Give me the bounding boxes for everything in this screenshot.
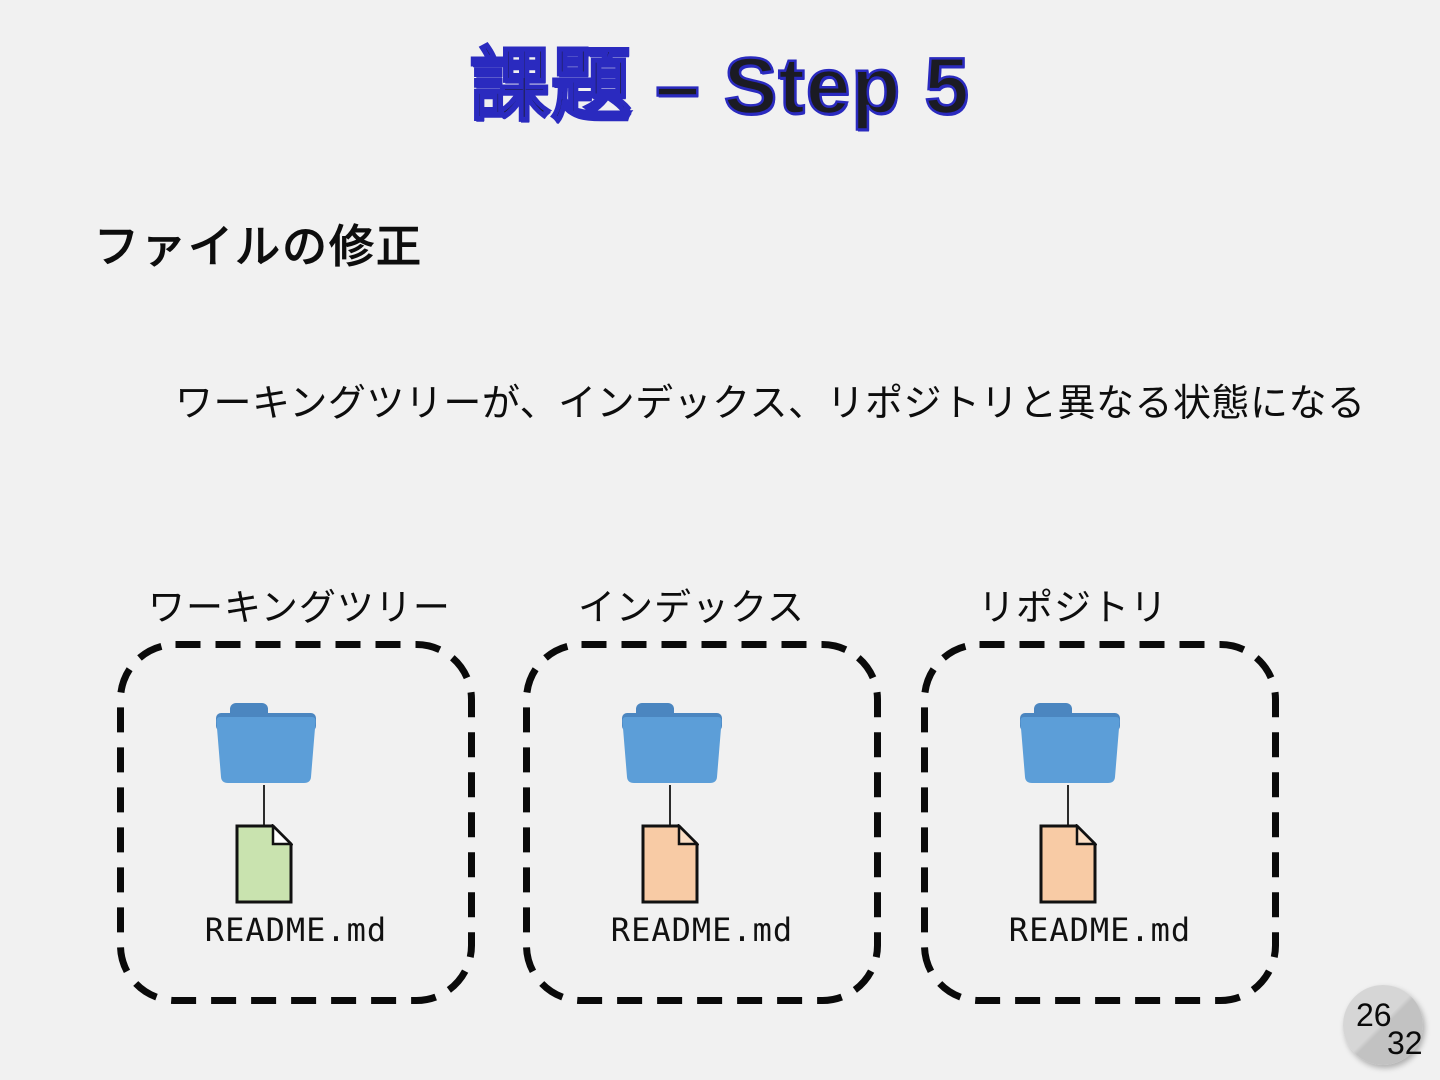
working-tree-box: README.md (117, 641, 475, 1004)
folder-icon (622, 703, 722, 783)
folder-icon (216, 703, 316, 783)
file-name: README.md (1008, 911, 1192, 949)
dashed-border (523, 641, 881, 1004)
folder-icon (1020, 703, 1120, 783)
section-heading: ファイルの修正 (94, 221, 424, 272)
index-box: README.md (523, 641, 881, 1004)
file-name: README.md (610, 911, 794, 949)
description-text: ワーキングツリーが、インデックス、リポジトリと異なる状態になる (175, 383, 1366, 425)
connector-line (669, 785, 671, 826)
file-icon (641, 824, 699, 904)
page-total: 32 (1387, 1025, 1423, 1061)
slide-title: 課題 – Step 5 (469, 40, 971, 132)
dashed-border (921, 641, 1279, 1004)
file-icon (235, 824, 293, 904)
page-current: 26 (1356, 997, 1392, 1033)
file-icon (1039, 824, 1097, 904)
column-label-working-tree: ワーキングツリー (148, 587, 451, 628)
file-name: README.md (204, 911, 388, 949)
dashed-border (117, 641, 475, 1004)
repository-box: README.md (921, 641, 1279, 1004)
connector-line (1067, 785, 1069, 826)
page-number-badge: 26 32 (1343, 985, 1423, 1065)
column-label-index: インデックス (578, 587, 805, 628)
column-label-repository: リポジトリ (978, 587, 1168, 628)
connector-line (263, 785, 265, 826)
